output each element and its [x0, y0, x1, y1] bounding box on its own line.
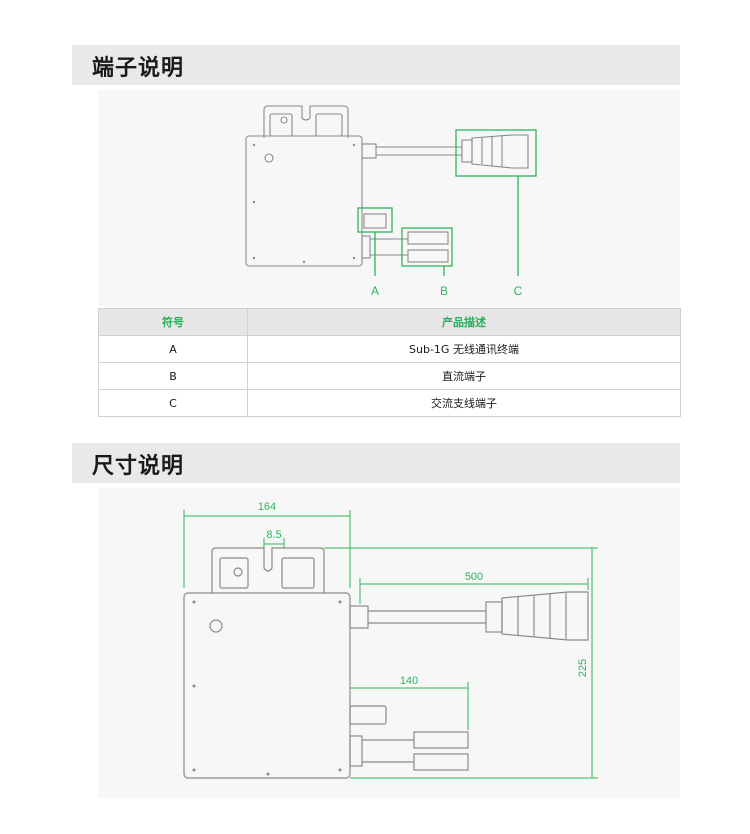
terminal-section-header: 端子说明	[72, 45, 680, 85]
row-symbol: B	[98, 362, 248, 390]
dc-connector-negative	[413, 753, 469, 771]
inverter-body	[183, 592, 351, 779]
callout-box-c	[455, 129, 537, 177]
dimension-section-header: 尺寸说明	[72, 443, 680, 483]
dimension-diagram: 164 8.5 500 140 225	[183, 501, 598, 779]
dc-connector-positive	[413, 731, 469, 749]
dc-connector-positive	[407, 231, 449, 245]
row-symbol: A	[98, 335, 248, 363]
terminal-diagram-panel: A B C	[98, 90, 680, 306]
terminal-diagram: A B C	[245, 105, 537, 298]
callout-label-c: C	[514, 284, 523, 298]
dimension-diagram-panel: 164 8.5 500 140 225	[98, 488, 680, 798]
bracket-slot-right	[281, 557, 315, 589]
ac-connector-collar	[461, 139, 473, 163]
mounting-bracket	[211, 547, 325, 593]
callout-label-a: A	[371, 284, 379, 298]
bracket-slot-left	[219, 557, 249, 589]
inverter-body	[245, 135, 363, 267]
table-row: B 直流端子	[98, 362, 681, 390]
terminal-section-title: 端子说明	[92, 56, 185, 81]
antenna-stub	[363, 213, 387, 229]
header-symbol: 符号	[98, 308, 248, 336]
row-description: 交流支线端子	[247, 389, 681, 417]
dc-connector-negative	[407, 249, 449, 263]
dc-gland	[349, 735, 363, 767]
dim-height-label: 225	[577, 659, 589, 677]
led-indicator	[264, 153, 274, 163]
dim-ac-cable-label: 500	[465, 571, 483, 583]
ac-gland	[361, 143, 377, 159]
ac-connector-collar	[485, 601, 503, 633]
dimension-section-title: 尺寸说明	[92, 454, 185, 479]
led-indicator	[209, 619, 223, 633]
table-row: A Sub-1G 无线通讯终端	[98, 335, 681, 363]
header-description: 产品描述	[247, 308, 681, 336]
dim-dc-cable-label: 140	[400, 675, 418, 687]
callout-box-b	[401, 227, 453, 267]
dc-gland	[361, 235, 371, 259]
table-header-row: 符号 产品描述	[98, 308, 681, 336]
ac-gland	[349, 605, 369, 629]
terminal-spec-table: 符号 产品描述 A Sub-1G 无线通讯终端 B 直流端子 C 交流支线端子	[98, 308, 681, 417]
row-description: Sub-1G 无线通讯终端	[247, 335, 681, 363]
dim-width-label: 164	[258, 501, 276, 513]
mounting-bracket	[263, 105, 349, 138]
bracket-bolt	[233, 567, 243, 577]
bracket-slot-left	[269, 113, 293, 137]
callout-label-b: B	[440, 284, 448, 298]
ac-connector-body	[501, 591, 589, 641]
ac-connector-body	[471, 134, 529, 169]
row-description: 直流端子	[247, 362, 681, 390]
antenna-stub	[349, 705, 387, 725]
table-row: C 交流支线端子	[98, 389, 681, 417]
dim-offset-label: 8.5	[266, 529, 281, 541]
bracket-bolt	[280, 116, 288, 124]
row-symbol: C	[98, 389, 248, 417]
bracket-slot-right	[315, 113, 343, 137]
